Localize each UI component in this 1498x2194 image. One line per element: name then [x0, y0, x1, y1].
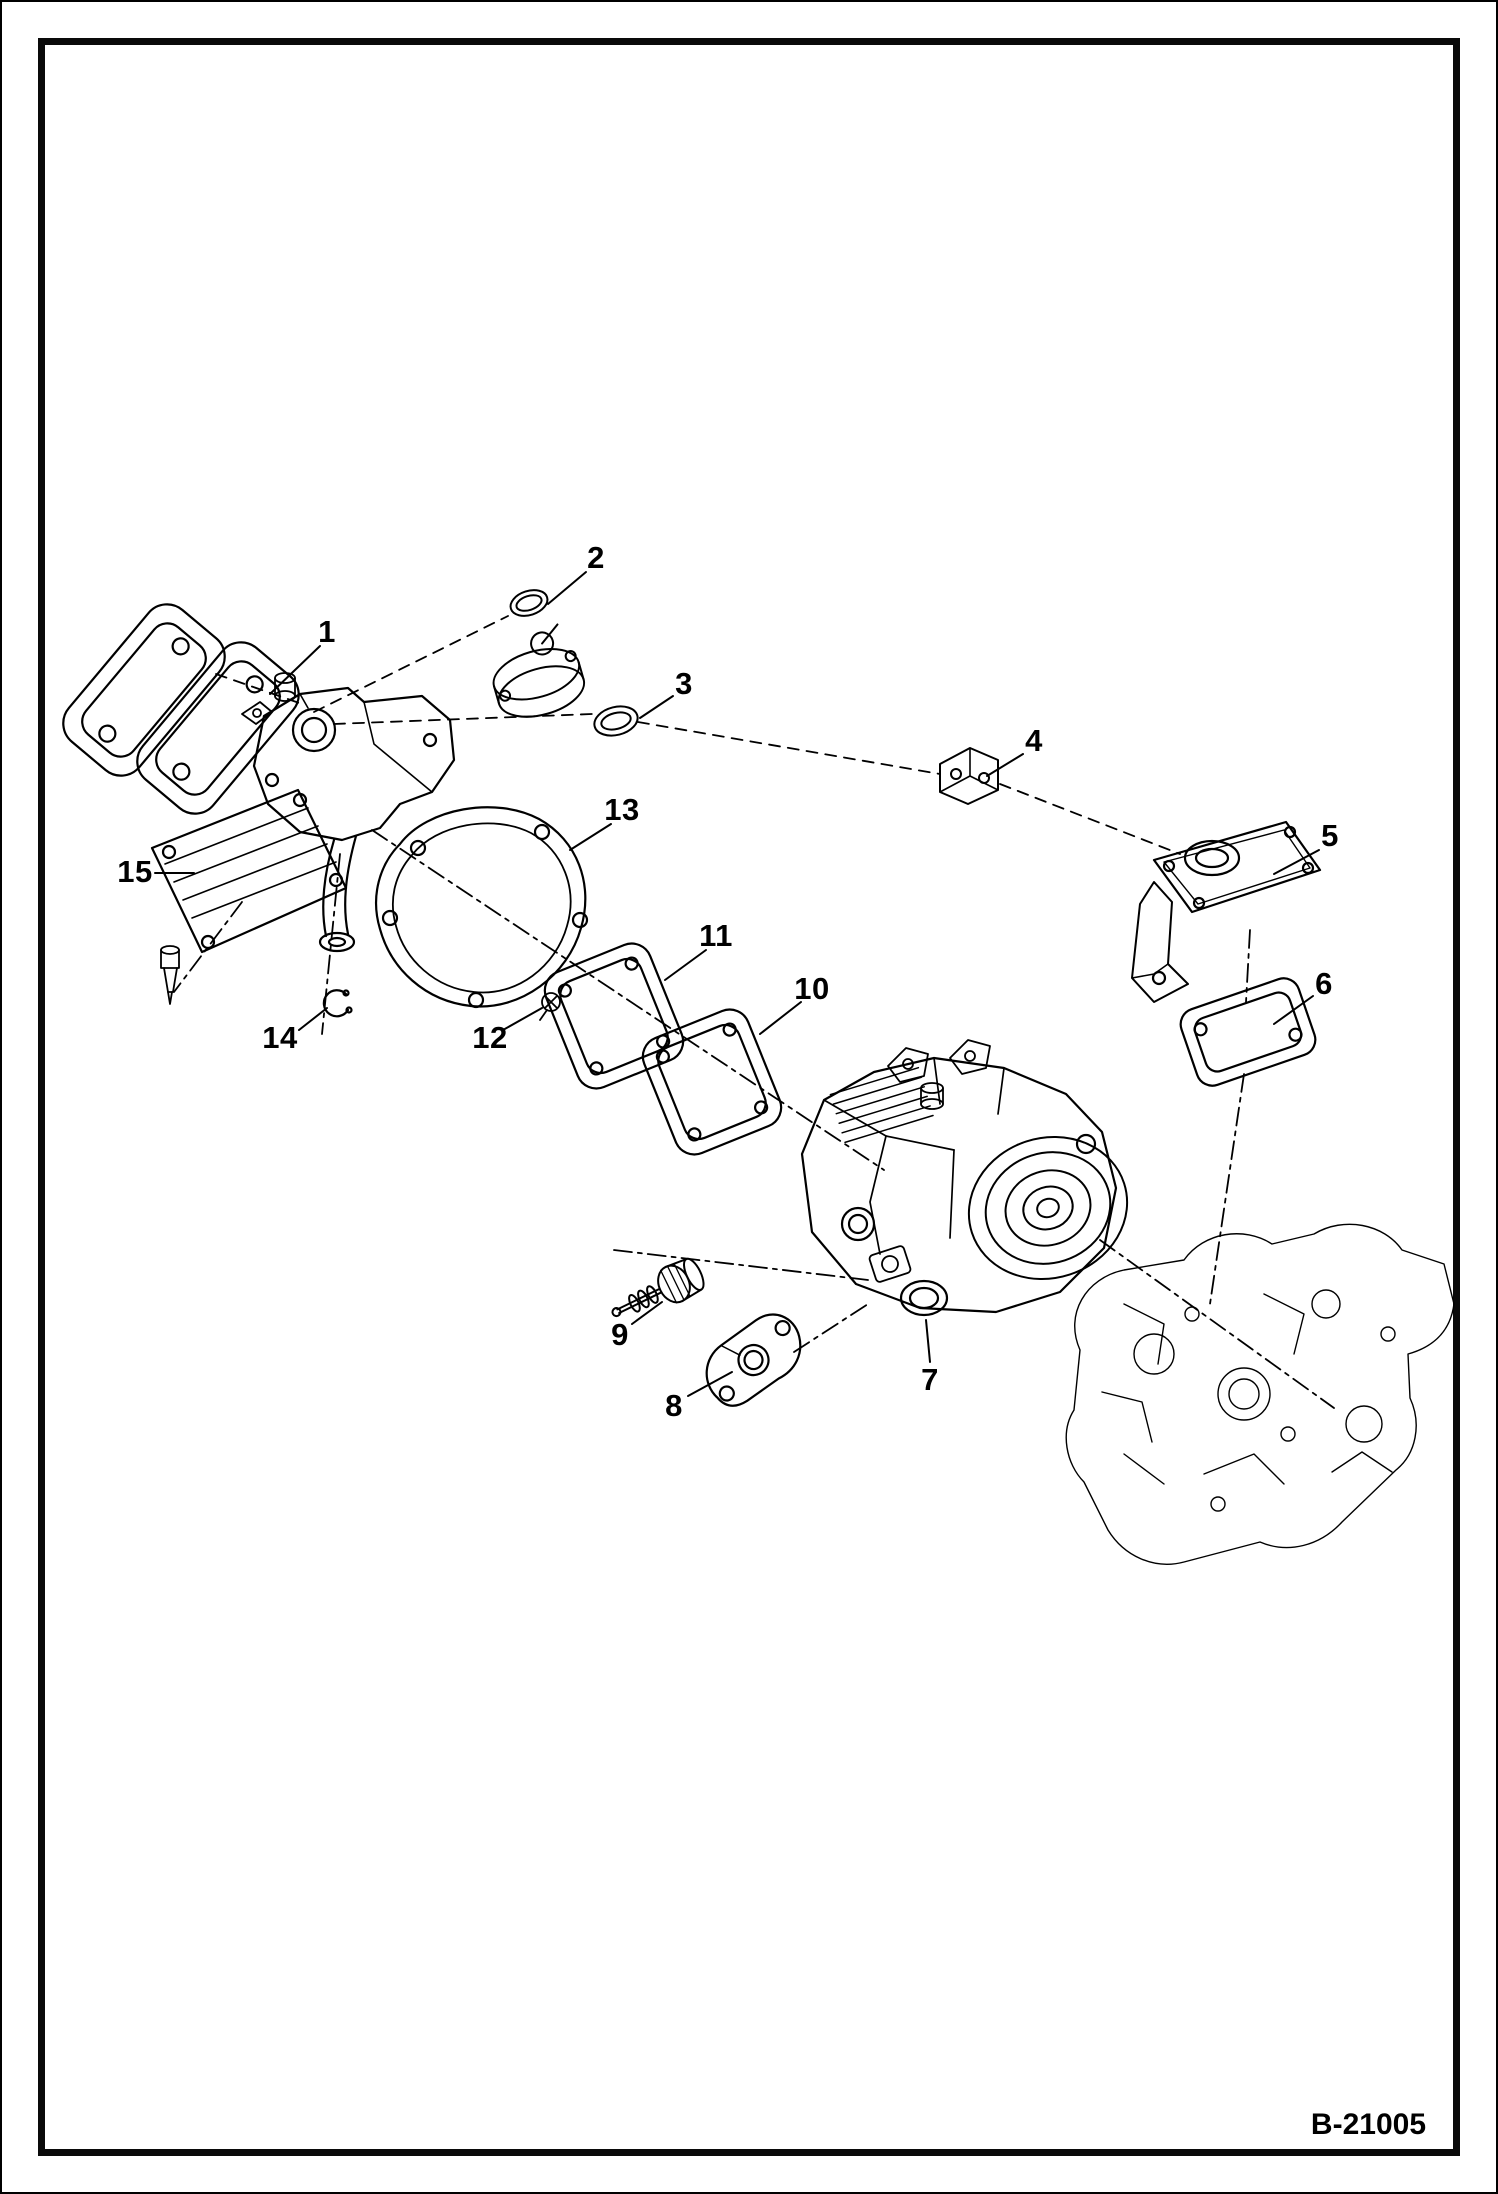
- callout-6: 6: [1315, 966, 1333, 1001]
- engine-block-reference: [1065, 1223, 1455, 1565]
- part-5-cover-plate: [1131, 820, 1322, 1003]
- callout-11: 11: [699, 918, 733, 953]
- callout-3: 3: [675, 666, 693, 701]
- part-8-flange: [705, 1313, 802, 1407]
- thermostat-housing: [241, 672, 456, 842]
- callout-2: 2: [587, 540, 605, 575]
- part-3-o-ring: [593, 705, 639, 737]
- part-9-plunger: [611, 1257, 705, 1318]
- part-4-bracket: [939, 747, 999, 805]
- water-pipe: [318, 834, 358, 953]
- callout-1: 1: [318, 614, 336, 649]
- part-2-o-ring: [509, 589, 549, 617]
- callout-7: 7: [921, 1362, 939, 1397]
- part-14-snap-ring: [322, 989, 353, 1018]
- thermostat-cap: [492, 623, 586, 718]
- figure-ref-code: B-21005: [1310, 2108, 1426, 2141]
- callout-15: 15: [117, 854, 153, 889]
- callout-14: 14: [262, 1020, 298, 1055]
- callout-5: 5: [1321, 818, 1339, 853]
- dashed-assembly-lines: [215, 615, 1181, 855]
- callout-10: 10: [794, 971, 830, 1006]
- part-15-ribbed-cover: [150, 788, 348, 954]
- drain-plug: [160, 945, 180, 1005]
- part-7-pump-body: [800, 1039, 1129, 1317]
- part-13-gasket: [375, 806, 589, 1009]
- part-11-gasket: [543, 942, 685, 1090]
- part-1-gasket-pair: [62, 603, 300, 815]
- callout-9: 9: [611, 1317, 629, 1352]
- page-frame: [38, 38, 1460, 2156]
- callout-8: 8: [665, 1388, 683, 1423]
- callout-4: 4: [1025, 723, 1043, 758]
- part-10-gasket: [641, 1008, 783, 1156]
- leader-lines: [154, 571, 1320, 1397]
- callout-13: 13: [604, 792, 640, 827]
- part-6-gasket: [1179, 977, 1317, 1087]
- callout-12: 12: [472, 1020, 508, 1055]
